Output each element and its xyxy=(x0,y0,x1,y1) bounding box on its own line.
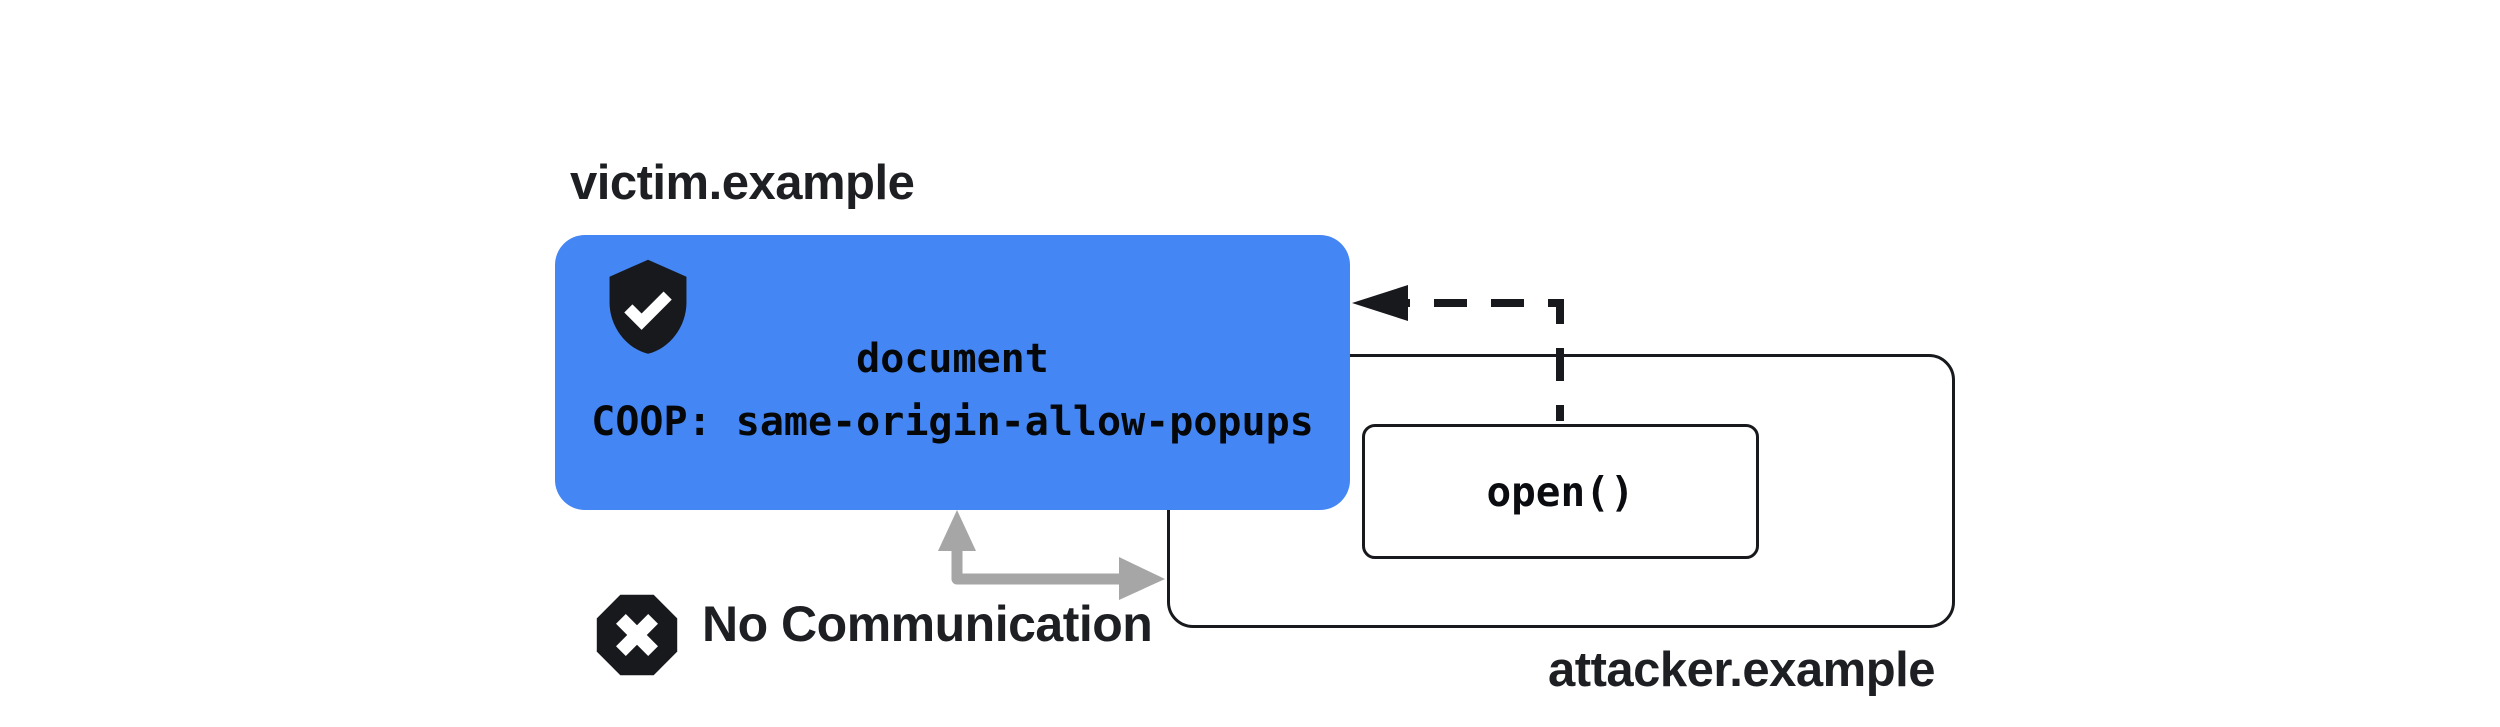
victim-document-card: document COOP: same-origin-allow-popups xyxy=(555,235,1350,510)
open-call-box: open() xyxy=(1362,424,1759,559)
no-communication-label: No Communication xyxy=(702,596,1153,652)
victim-card-line-document: document xyxy=(856,336,1049,382)
victim-card-line-coop-header: COOP: same-origin-allow-popups xyxy=(591,399,1314,445)
gray-elbow-arrow xyxy=(938,510,1165,600)
victim-domain-label: victim.example xyxy=(570,156,915,210)
attacker-domain-label: attacker.example xyxy=(1548,643,1936,697)
shield-check-icon xyxy=(609,259,687,354)
victim-card-text: document COOP: same-origin-allow-popups xyxy=(555,328,1350,454)
cross-octagon-icon xyxy=(596,594,678,676)
open-call-text: open() xyxy=(1486,467,1635,516)
